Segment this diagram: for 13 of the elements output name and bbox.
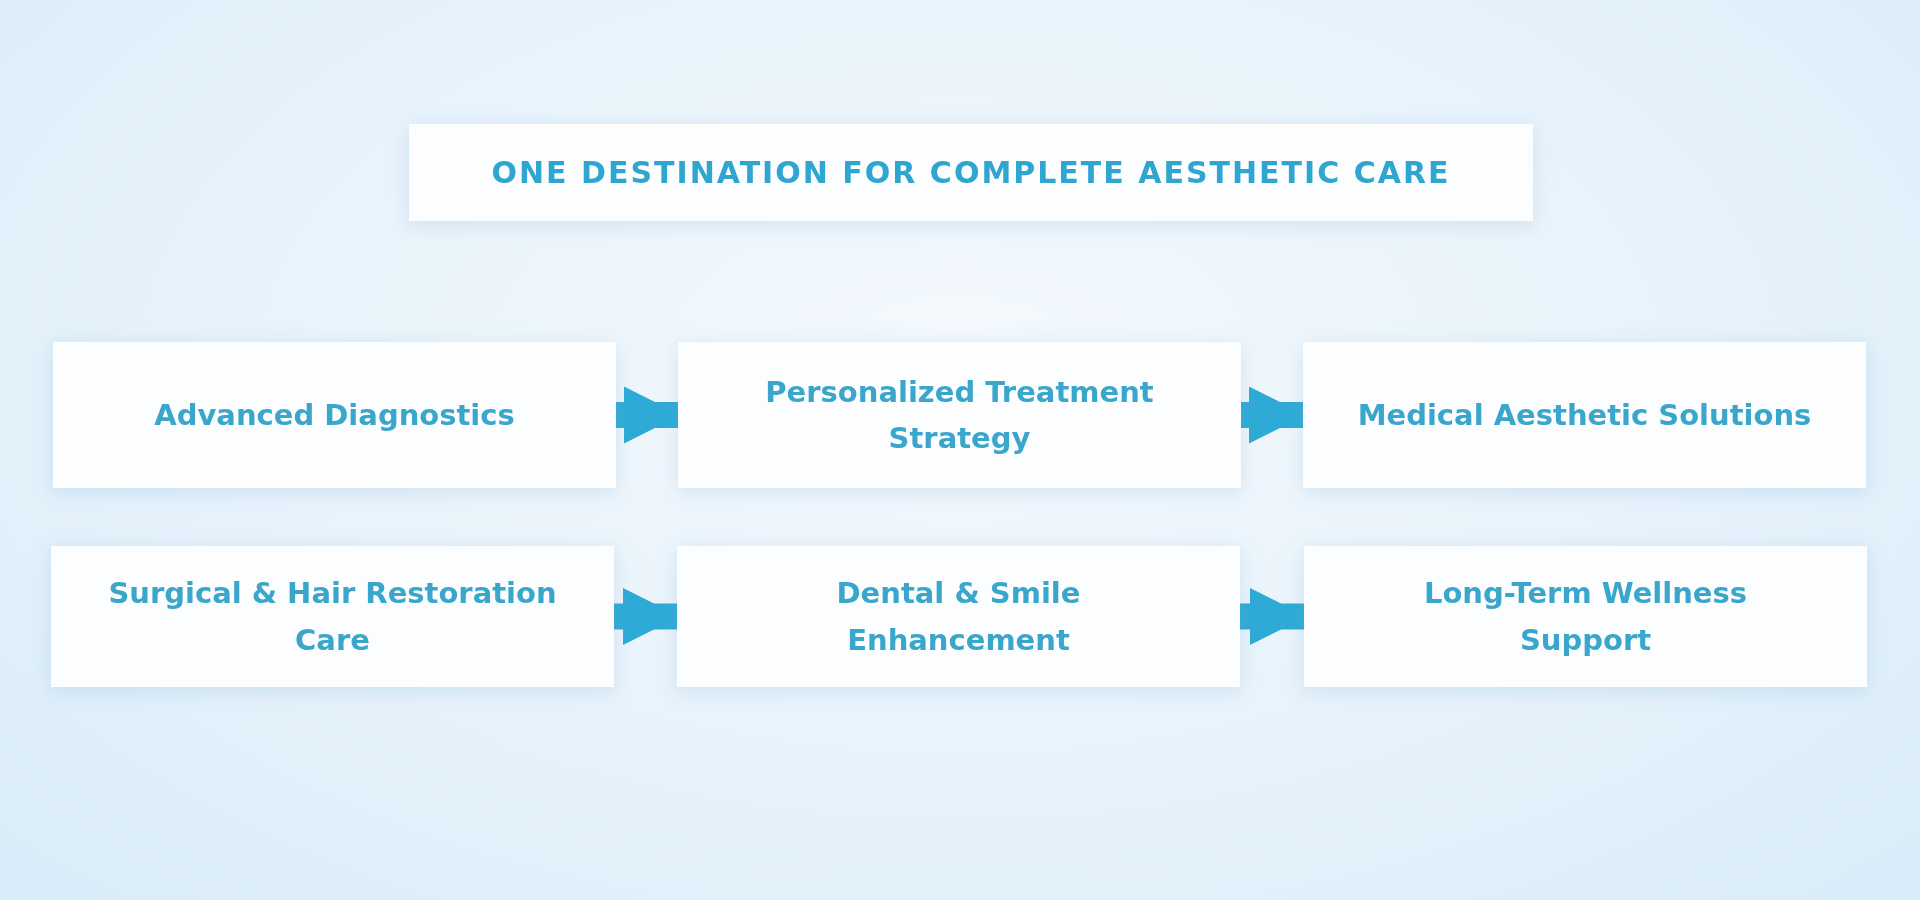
box-label: Advanced Diagnostics xyxy=(154,396,515,434)
process-box xyxy=(1303,342,1866,488)
process-box xyxy=(51,546,614,687)
box-label: Medical Aesthetic Solutions xyxy=(1357,396,1812,434)
title: ONE DESTINATION FOR COMPLETE AESTHETIC CARE xyxy=(491,155,1451,190)
box-label: Dental & Smile Enhancement xyxy=(835,575,1082,659)
box-label: Surgical & Hair Restoration Care xyxy=(107,575,558,659)
box-label: Personalized Treatment Strategy xyxy=(764,373,1155,457)
process-box xyxy=(1304,546,1867,687)
process-box xyxy=(53,342,616,488)
process-box xyxy=(678,342,1241,488)
process-box xyxy=(677,546,1240,687)
box-label: Long-Term Wellness Support xyxy=(1422,575,1749,659)
